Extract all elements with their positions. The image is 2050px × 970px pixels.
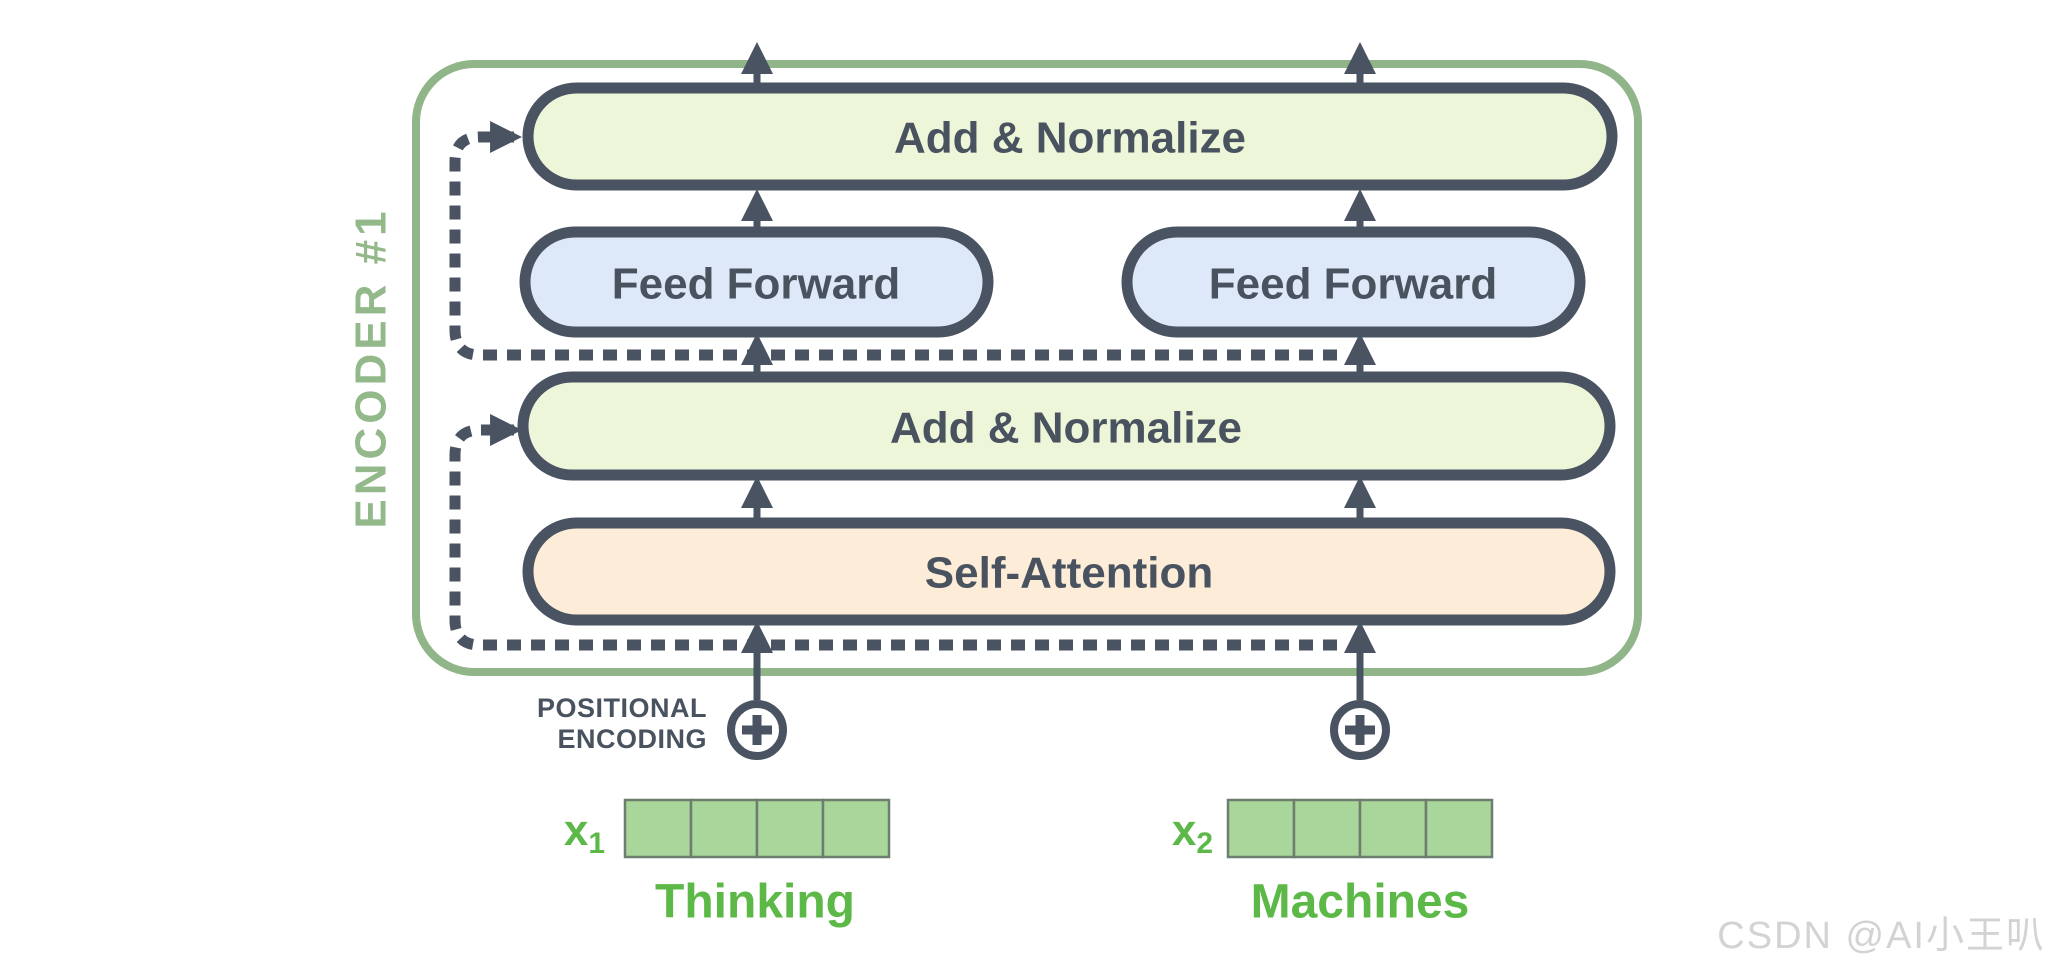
encoder-boundary: [412, 60, 1642, 676]
embedding-vector-x1: [623, 798, 891, 859]
add-normalize-bottom-box: [517, 371, 1616, 481]
embedding-vector-x2: [1226, 798, 1494, 859]
add-normalize-top-label: Add & Normalize: [894, 114, 1246, 163]
self-attention-label: Self-Attention: [925, 549, 1213, 598]
feed-forward-right-box: [1121, 226, 1586, 338]
positional-encoding-label-line2: ENCODING: [557, 724, 707, 754]
vector-cell: [821, 798, 891, 859]
vector-cell: [1292, 798, 1362, 859]
residual-connection-bottom-path: [449, 414, 1337, 651]
vector-cell: [689, 798, 759, 859]
feed-forward-left-label: Feed Forward: [612, 260, 901, 309]
plus-circle-icon-right: [1330, 700, 1390, 760]
x2-label: x2: [1172, 806, 1213, 860]
vector-cell: [1424, 798, 1494, 859]
x2-label-base: x: [1172, 806, 1197, 855]
self-attention-box: [522, 517, 1616, 626]
vector-cell: [623, 798, 693, 859]
word-label-thinking: Thinking: [655, 876, 855, 929]
plus-circle-icon-left: [727, 700, 787, 760]
vector-cell: [755, 798, 825, 859]
encoder-label: ENCODER #1: [347, 207, 396, 528]
add-normalize-top-box: [522, 82, 1618, 191]
add-normalize-bottom-label: Add & Normalize: [890, 404, 1242, 453]
positional-encoding-label-line1: POSITIONAL: [537, 693, 707, 723]
x2-label-subscript: 2: [1196, 827, 1213, 860]
vector-cell: [1226, 798, 1296, 859]
watermark: CSDN @AI小王叭: [1717, 915, 2046, 957]
feed-forward-right-label: Feed Forward: [1209, 260, 1498, 309]
residual-connection-top-path: [449, 121, 1337, 361]
word-label-machines: Machines: [1251, 876, 1470, 929]
x1-label-subscript: 1: [588, 827, 605, 860]
feed-forward-left-box: [519, 226, 994, 338]
x1-label-base: x: [564, 806, 589, 855]
x1-label: x1: [564, 806, 605, 860]
vector-cell: [1358, 798, 1428, 859]
